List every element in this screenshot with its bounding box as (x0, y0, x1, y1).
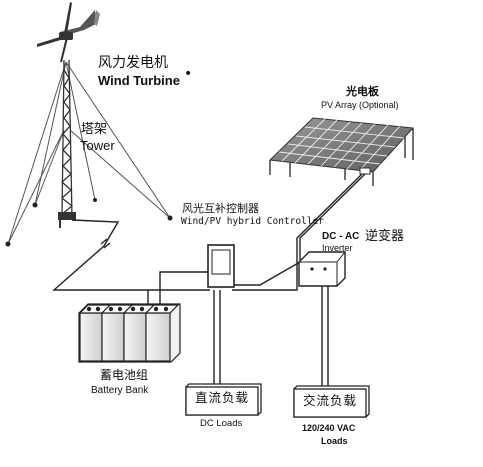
wind-turbine-label-en: Wind Turbine (98, 73, 180, 88)
tower-lattice (60, 59, 74, 219)
controller-label-en: Wind/PV hybrid Controller (181, 216, 324, 227)
wind-turbine (5, 2, 173, 247)
rotor-blades (37, 2, 72, 62)
ac-loads-label-line2: Loads (321, 436, 348, 446)
wind-turbine-label-cn: 风力发电机 (98, 55, 168, 71)
dc-loads-box (185, 383, 262, 416)
ac-loads-label-line1: 120/240 VAC (302, 423, 356, 433)
inverter-label-prefix: DC - AC (322, 231, 360, 242)
inverter-label-cn: 逆变器 (365, 229, 405, 244)
wiring (52, 173, 366, 390)
pv-array-label-cn: 光电板 (346, 85, 379, 98)
controller-label-cn: 风光互补控制器 (182, 202, 259, 215)
battery-cell (78, 304, 112, 362)
tower-label-en: Tower (80, 138, 115, 153)
controller-box (207, 244, 235, 288)
battery-bank (78, 303, 181, 363)
tower-label-cn: 塔架 (81, 122, 108, 137)
guy-wires (7, 61, 171, 245)
dc-loads-label-en: DC Loads (200, 418, 243, 429)
dc-loads-box-text: 直流负载 (195, 390, 250, 405)
battery-cell (100, 304, 134, 362)
dot-marker: • (184, 66, 193, 82)
battery-cell (144, 304, 180, 362)
battery-bank-label-cn: 蓄电池组 (100, 368, 149, 382)
inverter-box (298, 251, 346, 287)
pv-array-label-en: PV Array (Optional) (321, 100, 399, 110)
battery-bank-label-en: Battery Bank (91, 385, 149, 396)
inverter-label-en: Inverter (322, 243, 353, 253)
pv-array (268, 117, 415, 186)
ac-loads-box (293, 385, 370, 418)
ac-loads-box-text: 交流负载 (303, 393, 358, 408)
